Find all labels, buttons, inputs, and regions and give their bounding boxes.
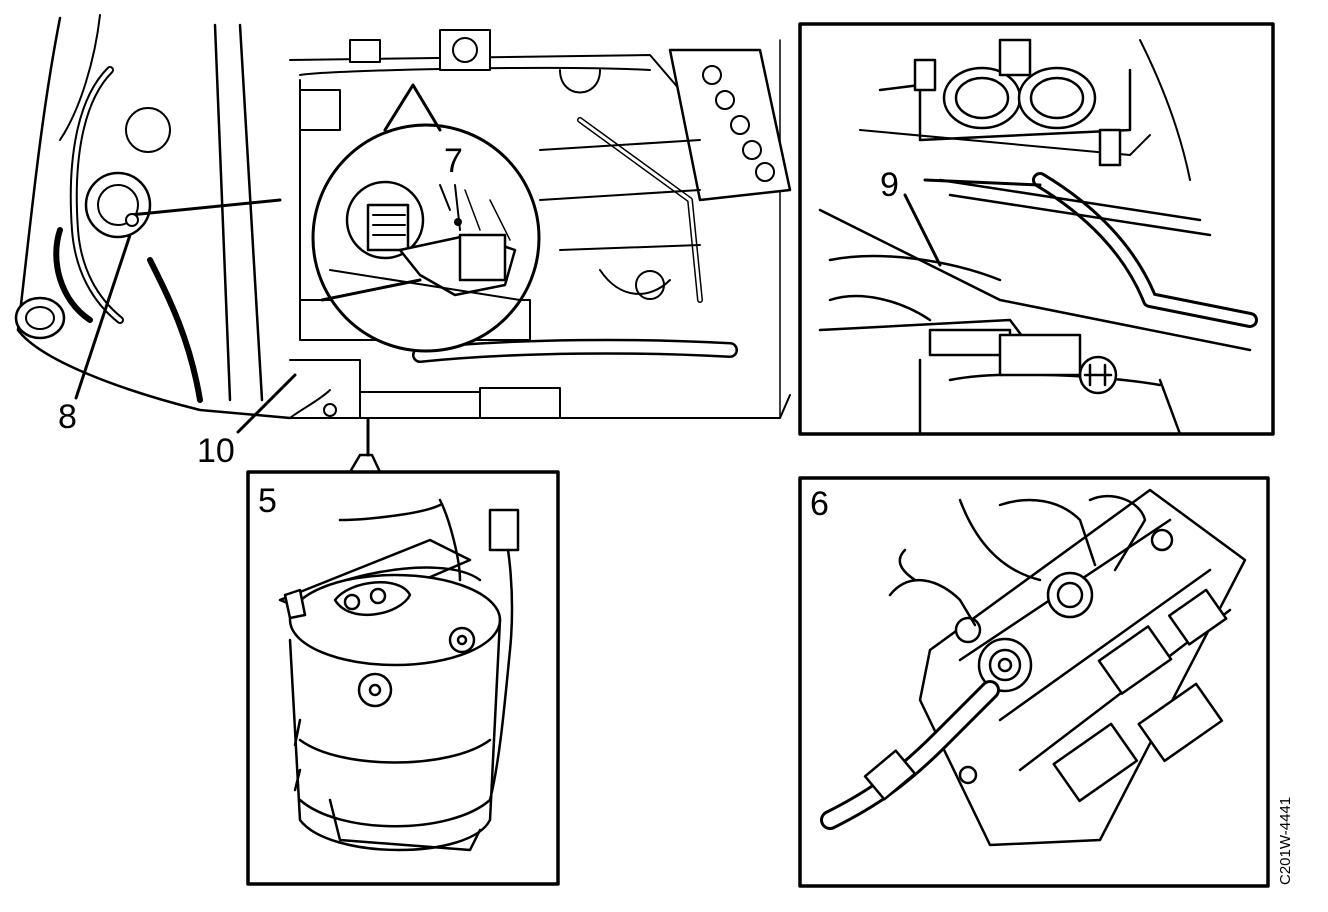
callout-8: 8 (58, 398, 77, 436)
detail-box-9 (798, 22, 1275, 436)
detail-circle-7 (311, 83, 541, 353)
leader-lines-main (74, 233, 382, 474)
callout-6: 6 (810, 485, 829, 523)
callout-10: 10 (197, 432, 235, 470)
callout-9: 9 (880, 166, 899, 204)
callout-7: 7 (444, 142, 463, 180)
callout-5: 5 (258, 482, 277, 520)
figure-code: C201W-4441 (1277, 797, 1294, 885)
engine-bay-view (14, 14, 792, 420)
detail-box-5 (246, 470, 560, 886)
detail-box-6 (798, 476, 1270, 888)
